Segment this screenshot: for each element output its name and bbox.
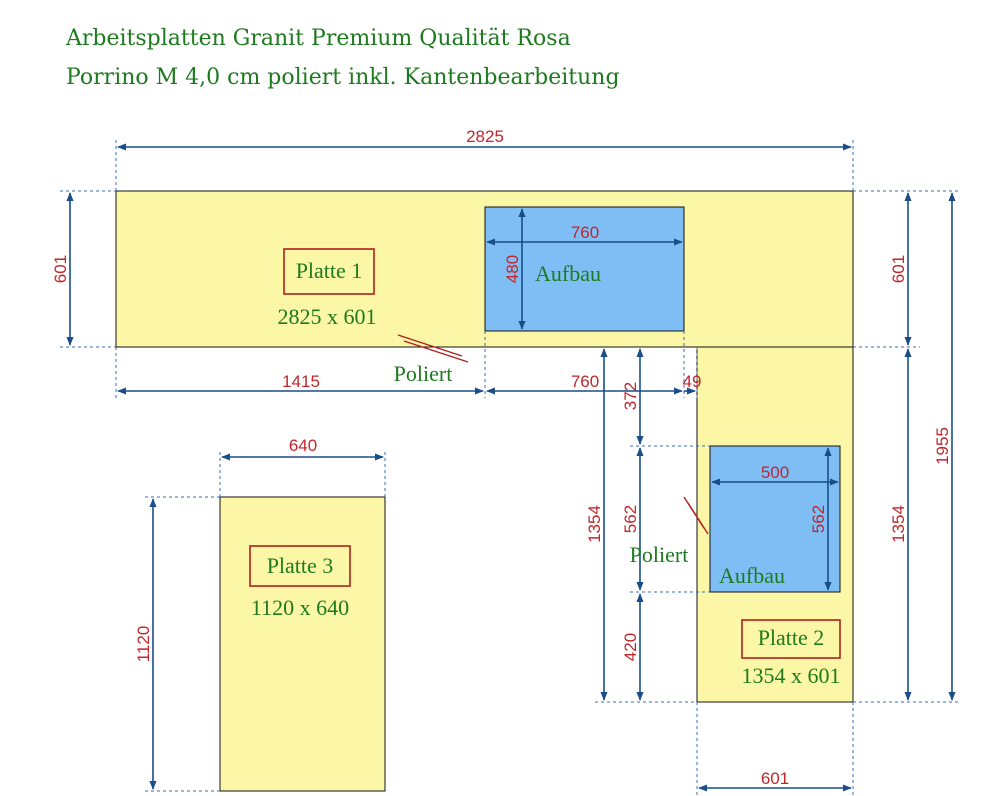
title-line-1: Arbeitsplatten Granit Premium Qualität R… — [65, 26, 571, 51]
edge-label-poliert-1: Poliert — [394, 361, 453, 386]
dim-562-left: 562 — [621, 505, 640, 533]
plate-3-label-box — [249, 545, 351, 587]
plate-3 — [219, 496, 386, 792]
dim-plate3-width: 640 — [289, 436, 317, 455]
plate-3-size: 1120 x 640 — [251, 595, 349, 620]
extension-lines — [60, 140, 960, 796]
plate-1-name: Platte 1 — [296, 258, 363, 283]
dim-cutout2-height: 562 — [809, 505, 828, 533]
plate-2-label-box — [741, 619, 841, 659]
plate-2-name: Platte 2 — [758, 625, 825, 650]
dim-total-height: 1955 — [933, 427, 952, 465]
dim-cutout2-width: 500 — [761, 463, 789, 482]
plate-3-name: Platte 3 — [267, 553, 334, 578]
dim-top-total: 2825 — [466, 127, 504, 146]
edge-label-poliert-2: Poliert — [630, 542, 689, 567]
dim-1415: 1415 — [282, 372, 320, 391]
dim-plate2-width: 601 — [761, 769, 789, 788]
cutout-2-label: Aufbau — [719, 563, 785, 588]
plate-1-size: 2825 x 601 — [278, 304, 377, 329]
dim-plate3-height: 1120 — [134, 626, 153, 663]
dim-cutout1-height: 480 — [503, 255, 522, 283]
dim-760: 760 — [571, 372, 599, 391]
dim-420: 420 — [621, 633, 640, 661]
dim-plate1-height-right: 601 — [889, 255, 908, 283]
dim-49: 49 — [683, 372, 702, 391]
title-line-2: Porrino M 4,0 cm poliert inkl. Kantenbea… — [66, 65, 620, 90]
dim-plate1-height-left: 601 — [51, 255, 70, 283]
cutout-1-label: Aufbau — [535, 261, 601, 286]
polished-edge-marks — [397, 334, 709, 535]
dimension-lines — [66, 143, 956, 792]
dim-372: 372 — [621, 382, 640, 410]
dim-1354-left: 1354 — [585, 505, 604, 543]
cutout-2 — [709, 445, 841, 593]
plate-2-size: 1354 x 601 — [742, 663, 841, 688]
dim-plate2-height-right: 1354 — [889, 505, 908, 543]
plate-1-label-box — [283, 248, 375, 295]
cutout-1 — [484, 206, 685, 332]
dim-cutout1-width: 760 — [571, 223, 599, 242]
